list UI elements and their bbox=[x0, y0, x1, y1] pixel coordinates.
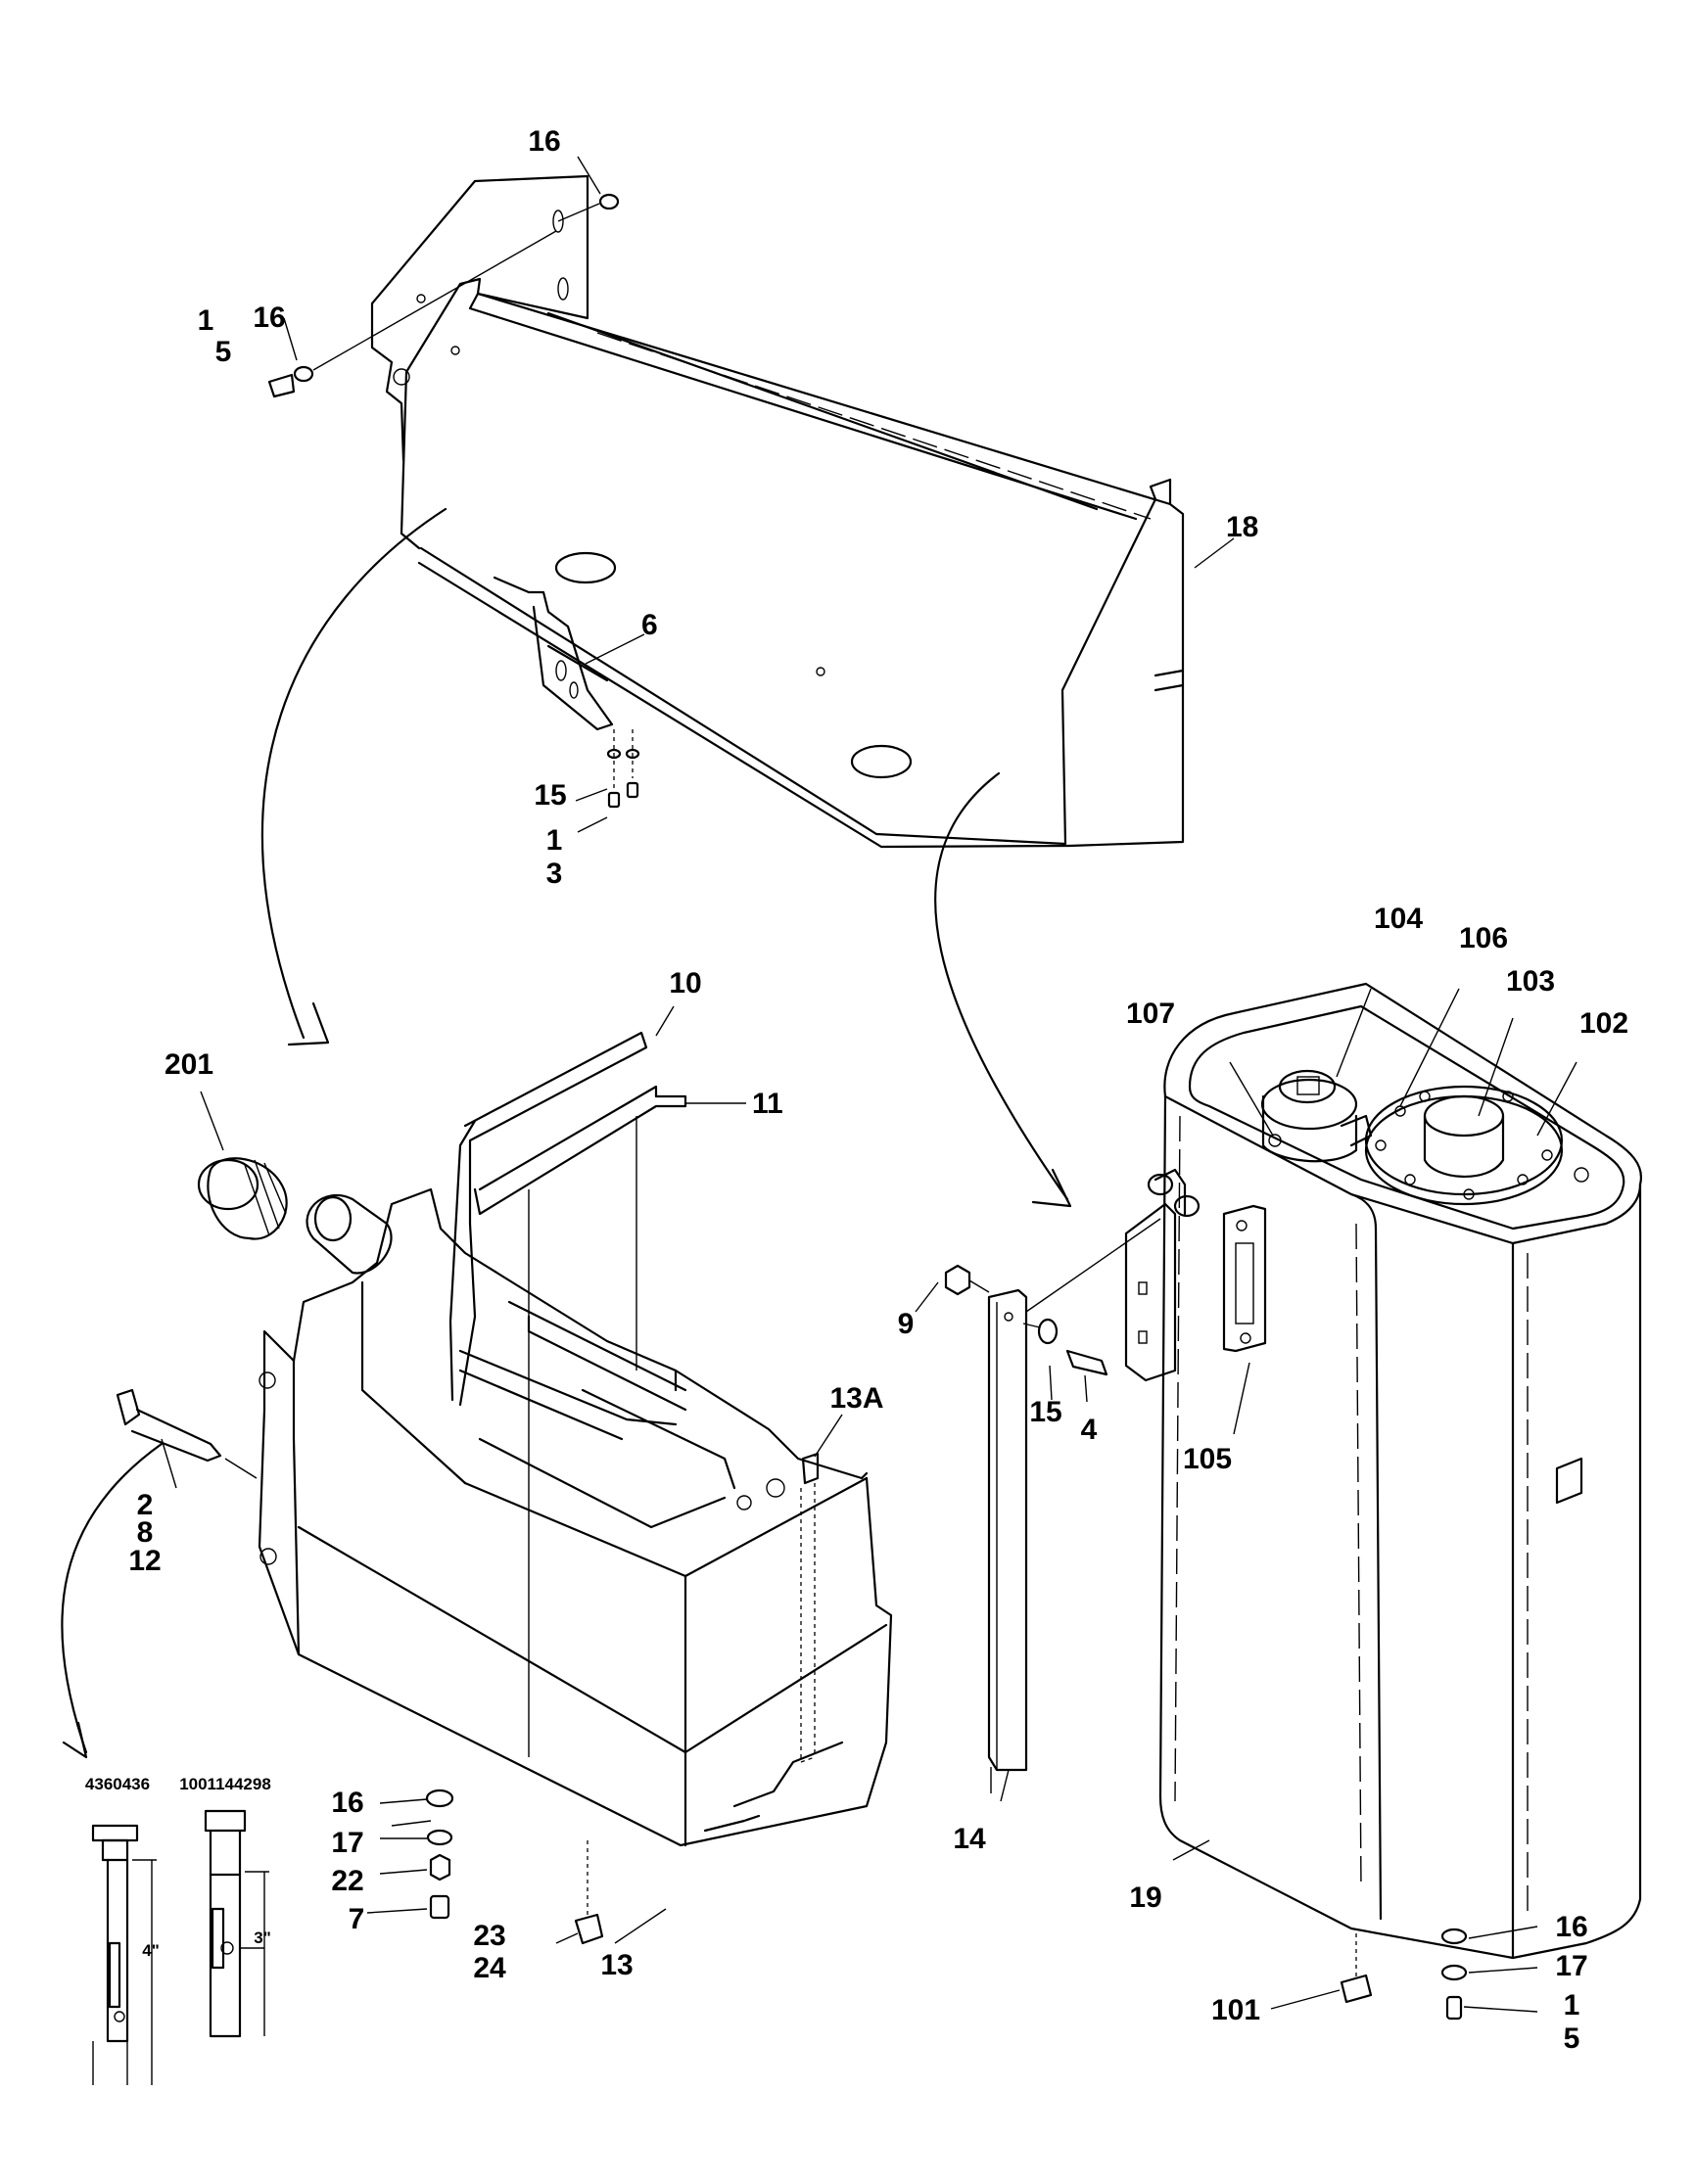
callout-1-top: 1 bbox=[198, 304, 214, 337]
callout-103: 103 bbox=[1506, 965, 1555, 998]
callout-101: 101 bbox=[1211, 1994, 1260, 2026]
callout-106: 106 bbox=[1459, 922, 1508, 954]
callout-15-bar: 15 bbox=[1029, 1396, 1061, 1428]
callout-201: 201 bbox=[165, 1048, 213, 1081]
callout-17-right: 17 bbox=[1555, 1950, 1587, 1982]
curved-arrow-right-icon bbox=[934, 771, 1069, 1201]
washer-16-left bbox=[293, 365, 314, 383]
detail-dim-b: 3" bbox=[254, 1928, 271, 1947]
drain-hardware bbox=[366, 1789, 667, 1945]
callout-10: 10 bbox=[669, 967, 701, 999]
callout-19: 19 bbox=[1129, 1882, 1161, 1914]
callout-9: 9 bbox=[898, 1308, 915, 1340]
tank-mount-bracket bbox=[370, 174, 1185, 849]
callout-102: 102 bbox=[1579, 1007, 1628, 1040]
tank-flange-102 bbox=[1364, 1085, 1589, 1206]
hydraulic-tank-alt bbox=[1124, 982, 1643, 2021]
hydraulic-tank bbox=[116, 1031, 893, 1847]
filler-cap-201 bbox=[197, 1157, 288, 1240]
filter-104 bbox=[1260, 1069, 1373, 1163]
curved-arrow-detail-icon bbox=[61, 1442, 164, 1754]
callout-24: 24 bbox=[473, 1952, 506, 1984]
callout-13a: 13A bbox=[829, 1382, 883, 1415]
callout-12: 12 bbox=[128, 1545, 161, 1577]
tank-handle bbox=[448, 1031, 687, 1757]
bracket-hardware bbox=[267, 156, 1235, 833]
callout-16-top: 16 bbox=[528, 125, 560, 158]
callout-labels: 16 1 5 16 18 6 15 1 3 104 106 103 102 10… bbox=[128, 125, 1628, 2055]
callout-11: 11 bbox=[752, 1088, 783, 1120]
callout-16-right: 16 bbox=[1555, 1911, 1587, 1943]
detail-dim-a: 4" bbox=[142, 1941, 160, 1960]
callout-17-bottom: 17 bbox=[331, 1827, 363, 1859]
callout-22: 22 bbox=[331, 1865, 363, 1897]
assembly-arrows bbox=[61, 507, 1072, 1759]
callout-15-mount: 15 bbox=[534, 779, 566, 812]
callout-3-mount: 3 bbox=[546, 858, 563, 890]
callout-8: 8 bbox=[137, 1516, 154, 1549]
dipstick-detail bbox=[91, 1809, 269, 2085]
callout-5-top: 5 bbox=[215, 336, 232, 368]
breather-13a bbox=[801, 1452, 820, 1485]
callout-6: 6 bbox=[641, 609, 658, 641]
callout-4: 4 bbox=[1081, 1414, 1098, 1446]
sight-glass-105 bbox=[1222, 1204, 1267, 1353]
dipstick-assembly bbox=[116, 1388, 222, 1463]
callout-1-mount: 1 bbox=[546, 824, 563, 857]
callout-105: 105 bbox=[1183, 1443, 1232, 1475]
bolt-left bbox=[267, 373, 296, 398]
callout-1-right: 1 bbox=[1564, 1989, 1580, 2021]
callout-104: 104 bbox=[1374, 903, 1423, 935]
callout-2: 2 bbox=[137, 1489, 154, 1521]
detail-part-a: 4360436 bbox=[85, 1775, 150, 1793]
callout-14: 14 bbox=[953, 1823, 986, 1855]
callout-16-bottom: 16 bbox=[331, 1787, 363, 1819]
detail-part-b: 1001144298 bbox=[179, 1775, 271, 1793]
callout-13: 13 bbox=[600, 1949, 633, 1981]
detail-labels: 4360436 1001144298 4" 3" bbox=[85, 1775, 271, 1960]
sight-bar-14 bbox=[915, 1218, 1161, 1802]
callout-107: 107 bbox=[1126, 998, 1175, 1030]
callout-23: 23 bbox=[473, 1920, 505, 1952]
callout-16-left: 16 bbox=[253, 302, 285, 334]
curved-arrow-left-icon bbox=[260, 507, 447, 1040]
callout-7: 7 bbox=[349, 1903, 365, 1935]
callout-18: 18 bbox=[1226, 511, 1258, 543]
washer-16-top bbox=[598, 193, 620, 210]
callout-5-right: 5 bbox=[1564, 2022, 1580, 2055]
